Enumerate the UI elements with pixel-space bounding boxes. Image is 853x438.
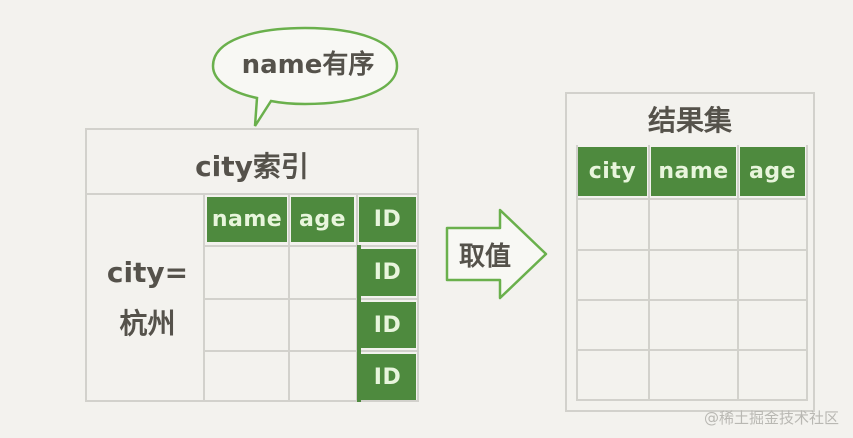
index-title-divider [85,193,419,195]
result-grid-h4 [576,349,808,351]
speech-bubble [211,26,399,127]
result-table-title: 结果集 [647,104,732,137]
condition-divider [203,193,205,402]
result-grid-h3 [576,299,808,301]
index-table [85,128,419,402]
result-header-city: city [578,147,647,196]
id-column-bracket [357,245,361,402]
result-grid-h2 [576,249,808,251]
result-header-age: age [740,147,805,196]
arrow-label: 取值 [458,241,511,272]
id-cell-2: ID [359,249,416,296]
result-grid-v2 [737,145,739,401]
bubble-text: name有序 [241,49,375,80]
index-grid-h2 [203,298,419,300]
result-grid-right [806,145,808,401]
index-header-name: name [207,197,287,242]
result-header-name: name [651,147,736,196]
index-header-age: age [291,197,354,242]
index-grid-v1 [288,193,290,402]
condition-line2: 杭州 [119,307,176,340]
index-grid-h3 [203,350,419,352]
result-grid-left [576,145,578,401]
result-grid-h5 [576,399,808,401]
result-grid-h1 [576,198,808,200]
watermark: @稀土掘金技术社区 [703,409,839,427]
index-table-title: city索引 [195,150,309,183]
result-table [565,92,815,412]
id-cell-4: ID [359,354,416,400]
id-cell-3: ID [359,302,416,348]
result-grid-v1 [648,145,650,401]
index-grid-h1 [203,245,419,247]
arrow-right-icon [445,208,548,300]
condition-line1: city= [106,255,189,289]
id-cell-1: ID [359,197,416,242]
